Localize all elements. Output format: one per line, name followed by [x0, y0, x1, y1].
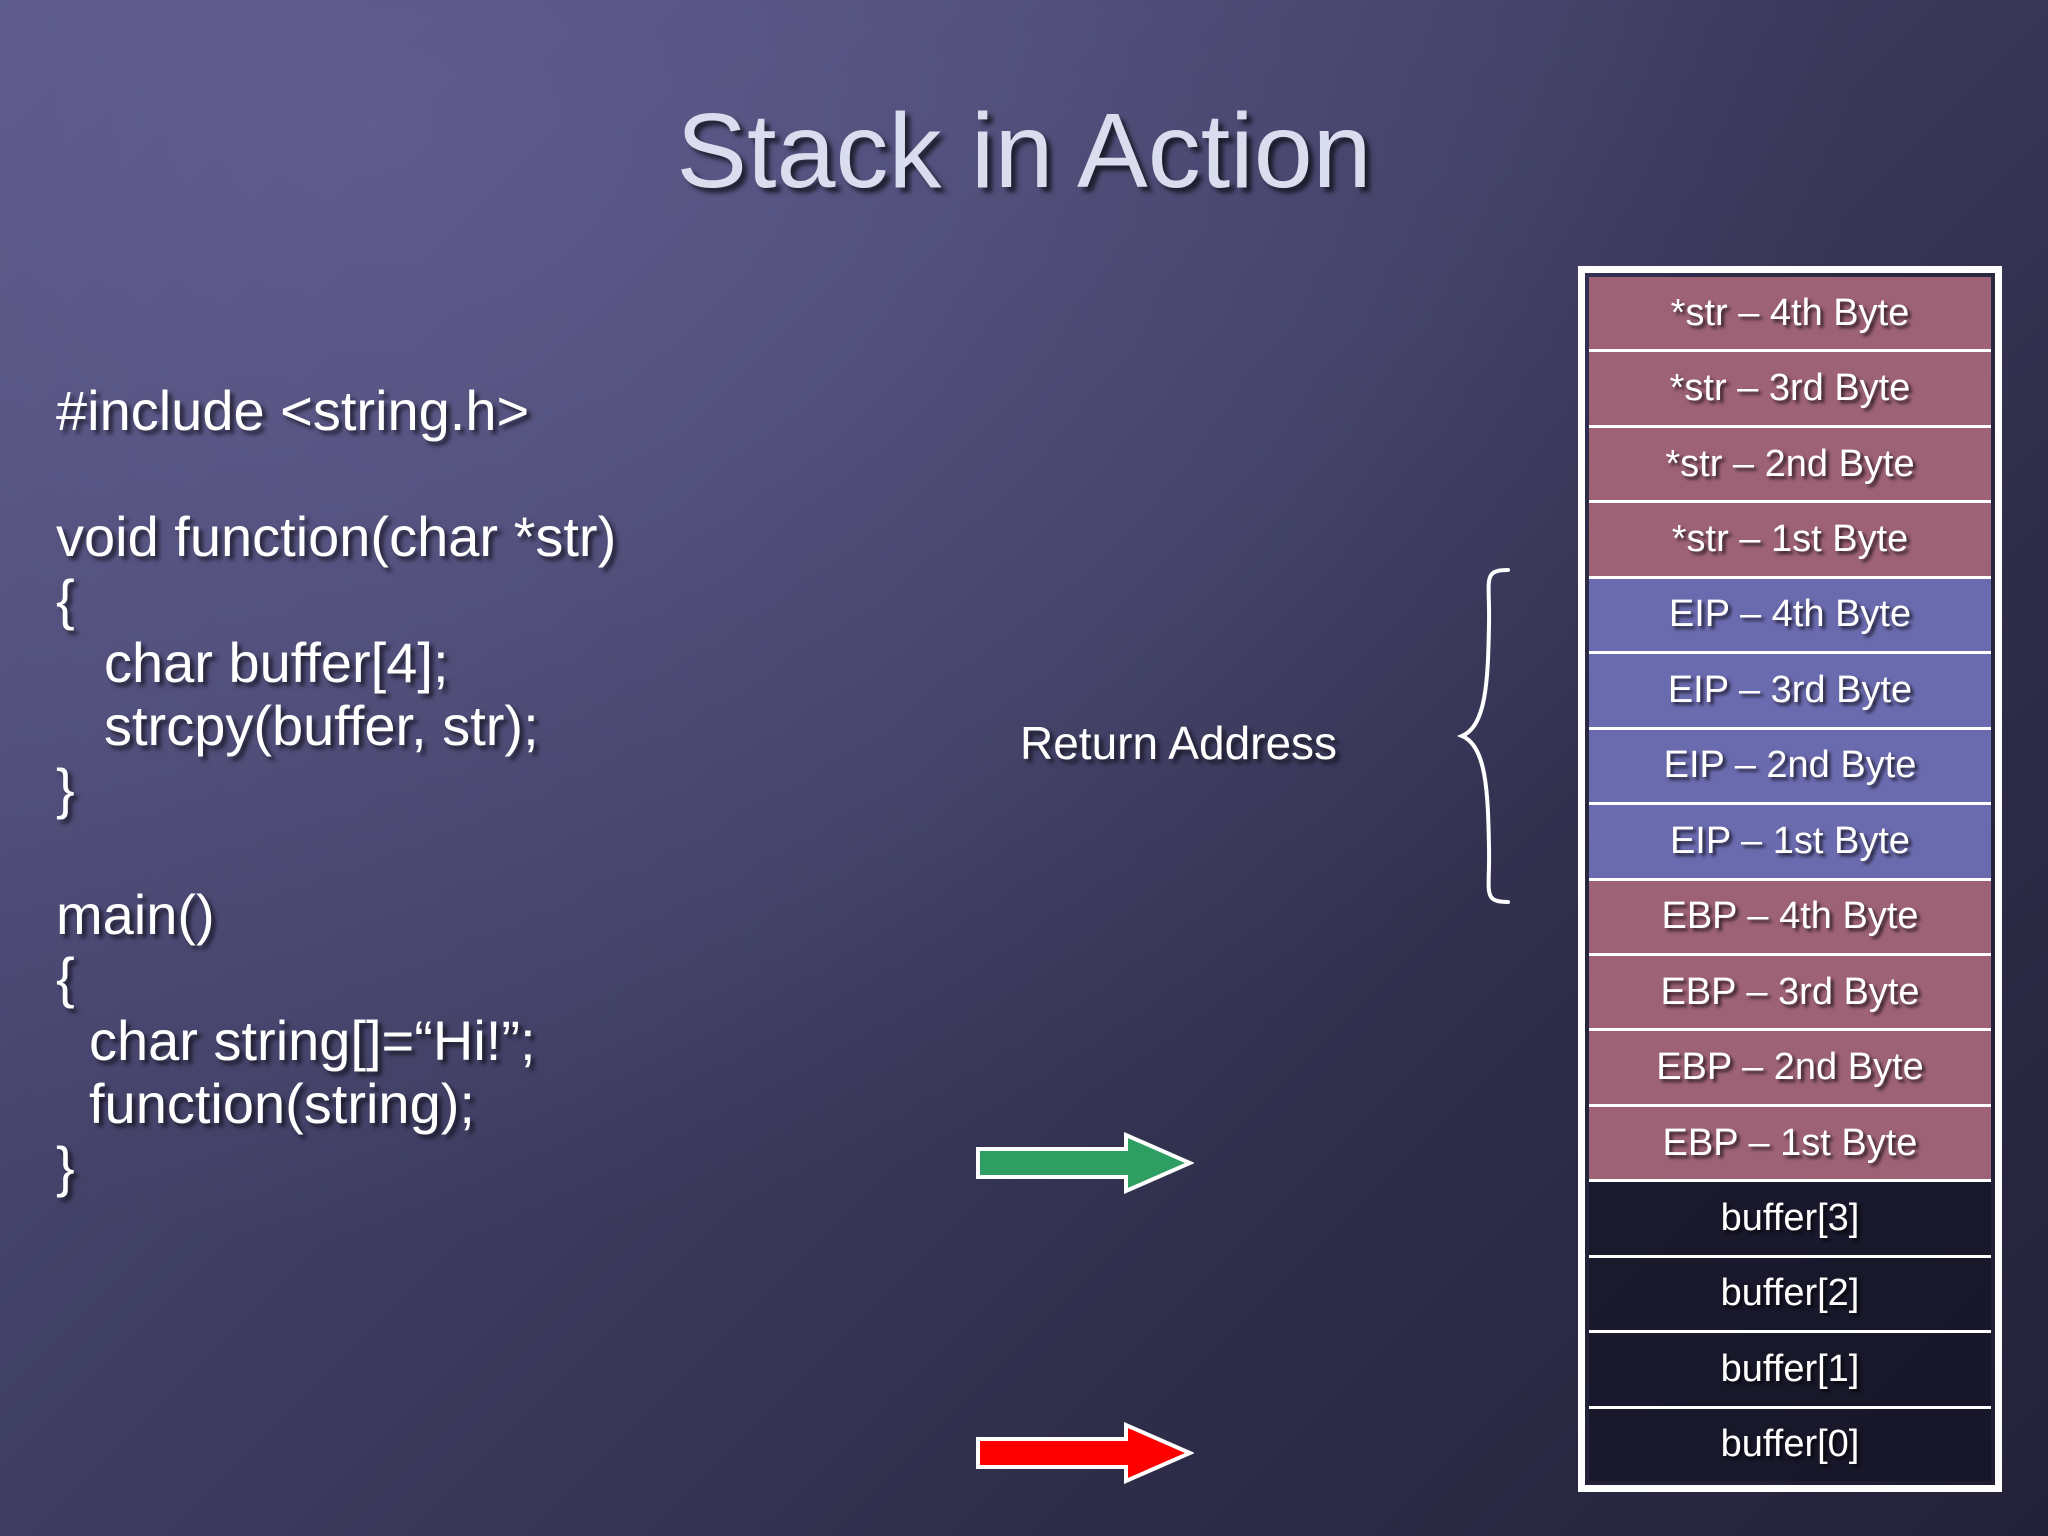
stack-row: *str – 4th Byte — [1589, 277, 1991, 353]
stack-row-label: EBP – 4th Byte — [1661, 895, 1919, 938]
stack-row-label: EIP – 4th Byte — [1668, 593, 1912, 636]
code-line: { — [56, 568, 75, 631]
curly-brace-right-icon — [1456, 568, 1510, 904]
stack-row-label: buffer[1] — [1720, 1347, 1860, 1390]
stack-row-label: *str – 1st Byte — [1671, 518, 1909, 561]
code-line: void function(char *str) — [56, 505, 617, 568]
code-line: function(string); — [89, 1072, 475, 1135]
stack-row-label: *str – 4th Byte — [1670, 291, 1910, 334]
code-block: #include <string.h> void function(char *s… — [56, 379, 956, 1199]
stack-row-label: buffer[0] — [1720, 1423, 1860, 1466]
stack-row-label: EBP – 1st Byte — [1662, 1121, 1918, 1164]
stack-row: EIP – 3rd Byte — [1589, 654, 1991, 730]
stack-row: EBP – 3rd Byte — [1589, 955, 1991, 1032]
stack-row: buffer[1] — [1589, 1333, 1991, 1409]
stack-row: *str – 1st Byte — [1589, 503, 1991, 579]
stack-row: *str – 3rd Byte — [1589, 352, 1991, 428]
stack-row-label: buffer[3] — [1720, 1196, 1860, 1239]
stack-row-label: *str – 2nd Byte — [1665, 442, 1915, 485]
code-line: char string[]=“Hi!”; — [89, 1009, 536, 1072]
return-address-label: Return Address — [1020, 717, 1338, 769]
stack-row-label: EBP – 2nd Byte — [1656, 1046, 1924, 1089]
code-blank-line — [56, 821, 956, 884]
code-line: main() — [56, 883, 215, 946]
stack-row-label: EIP – 1st Byte — [1669, 819, 1911, 862]
code-line: } — [56, 1135, 75, 1198]
arrow-right-icon-red — [976, 1422, 1194, 1484]
code-line: #include <string.h> — [56, 379, 530, 442]
arrow-right-icon-green — [976, 1132, 1194, 1194]
stack-row: EIP – 2nd Byte — [1589, 729, 1991, 806]
stack-row: *str – 2nd Byte — [1589, 427, 1991, 504]
stack-row-label: EBP – 3rd Byte — [1660, 970, 1920, 1013]
stack-row-label: EIP – 3rd Byte — [1667, 668, 1913, 711]
stack-row: EBP – 4th Byte — [1589, 880, 1991, 956]
page-title: Stack in Action — [676, 92, 1372, 210]
stack-row: EIP – 1st Byte — [1589, 805, 1991, 881]
code-line: strcpy(buffer, str); — [104, 694, 539, 757]
stack-row: EIP – 4th Byte — [1589, 578, 1991, 655]
stack-row: buffer[2] — [1589, 1257, 1991, 1334]
stack-row: buffer[0] — [1589, 1408, 1991, 1481]
code-line: char buffer[4]; — [104, 631, 449, 694]
stack-row-label: EIP – 2nd Byte — [1663, 744, 1917, 787]
code-line: } — [56, 757, 75, 820]
stack-row-label: buffer[2] — [1720, 1272, 1860, 1315]
stack-row: EBP – 2nd Byte — [1589, 1031, 1991, 1107]
stack-diagram: *str – 4th Byte *str – 3rd Byte *str – 2nd… — [1578, 266, 2002, 1492]
stack-row-label: *str – 3rd Byte — [1669, 367, 1911, 410]
stack-row: EBP – 1st Byte — [1589, 1106, 1991, 1183]
code-line: { — [56, 946, 75, 1009]
stack-row: buffer[3] — [1589, 1182, 1991, 1258]
code-blank-line — [56, 443, 956, 506]
